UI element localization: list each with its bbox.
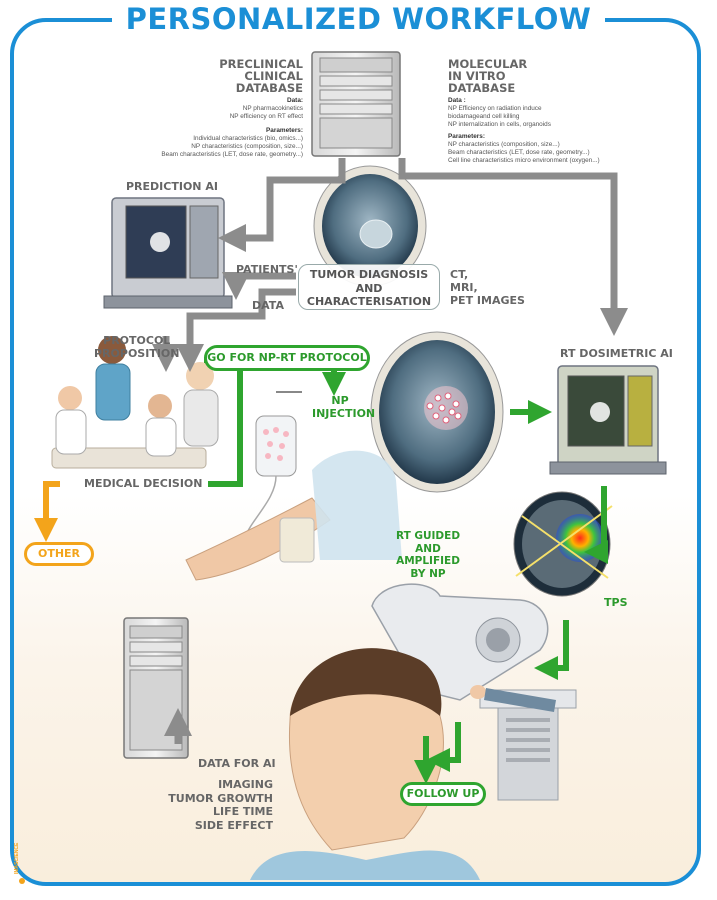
np-injection-iv-illustration: [185, 391, 402, 581]
medical-team-illustration: [51, 336, 219, 469]
other-option-badge: OTHER: [24, 542, 94, 566]
preclinical-data-details: Data: NP pharmacokinetics NP efficiency …: [161, 97, 303, 158]
rt-dosimetric-ai-label: RT DOSIMETRIC AI: [560, 347, 673, 360]
imaging-modalities-label: CT,MRI,PET IMAGES: [450, 268, 525, 307]
go-np-rt-protocol-badge: GO FOR NP-RT PROTOCOL: [204, 345, 370, 371]
data-label: DATA: [252, 299, 284, 312]
tps-label: TPS: [604, 596, 628, 609]
rt-dosimetric-ai-machine-icon: [549, 365, 667, 475]
treatment-flow-arrows: [204, 357, 608, 784]
prediction-ai-machine-icon: [103, 197, 233, 309]
credit-text: IMASCIENCE: [14, 842, 20, 874]
central-database-server-icon: [311, 51, 401, 157]
page-title: PERSONALIZED WORKFLOW: [0, 2, 717, 36]
tps-dose-map-image: [513, 491, 613, 597]
other-decision-arrow: [34, 481, 60, 542]
molecular-data-details: Data : NP Efficiency on radiation induce…: [448, 97, 600, 164]
prediction-ai-label: PREDICTION AI: [126, 180, 218, 193]
medical-decision-label: MEDICAL DECISION: [84, 477, 203, 490]
imascience-logo-icon: [19, 878, 25, 884]
patients-label: PATIENTS': [236, 263, 298, 276]
tumor-diagnosis-scan-image: [313, 165, 427, 287]
np-tumor-mri-image: [370, 331, 504, 493]
data-for-ai-label: DATA FOR AI: [198, 757, 276, 770]
follow-up-badge: FOLLOW UP: [400, 782, 486, 806]
data-flow-arrows: [152, 158, 628, 744]
